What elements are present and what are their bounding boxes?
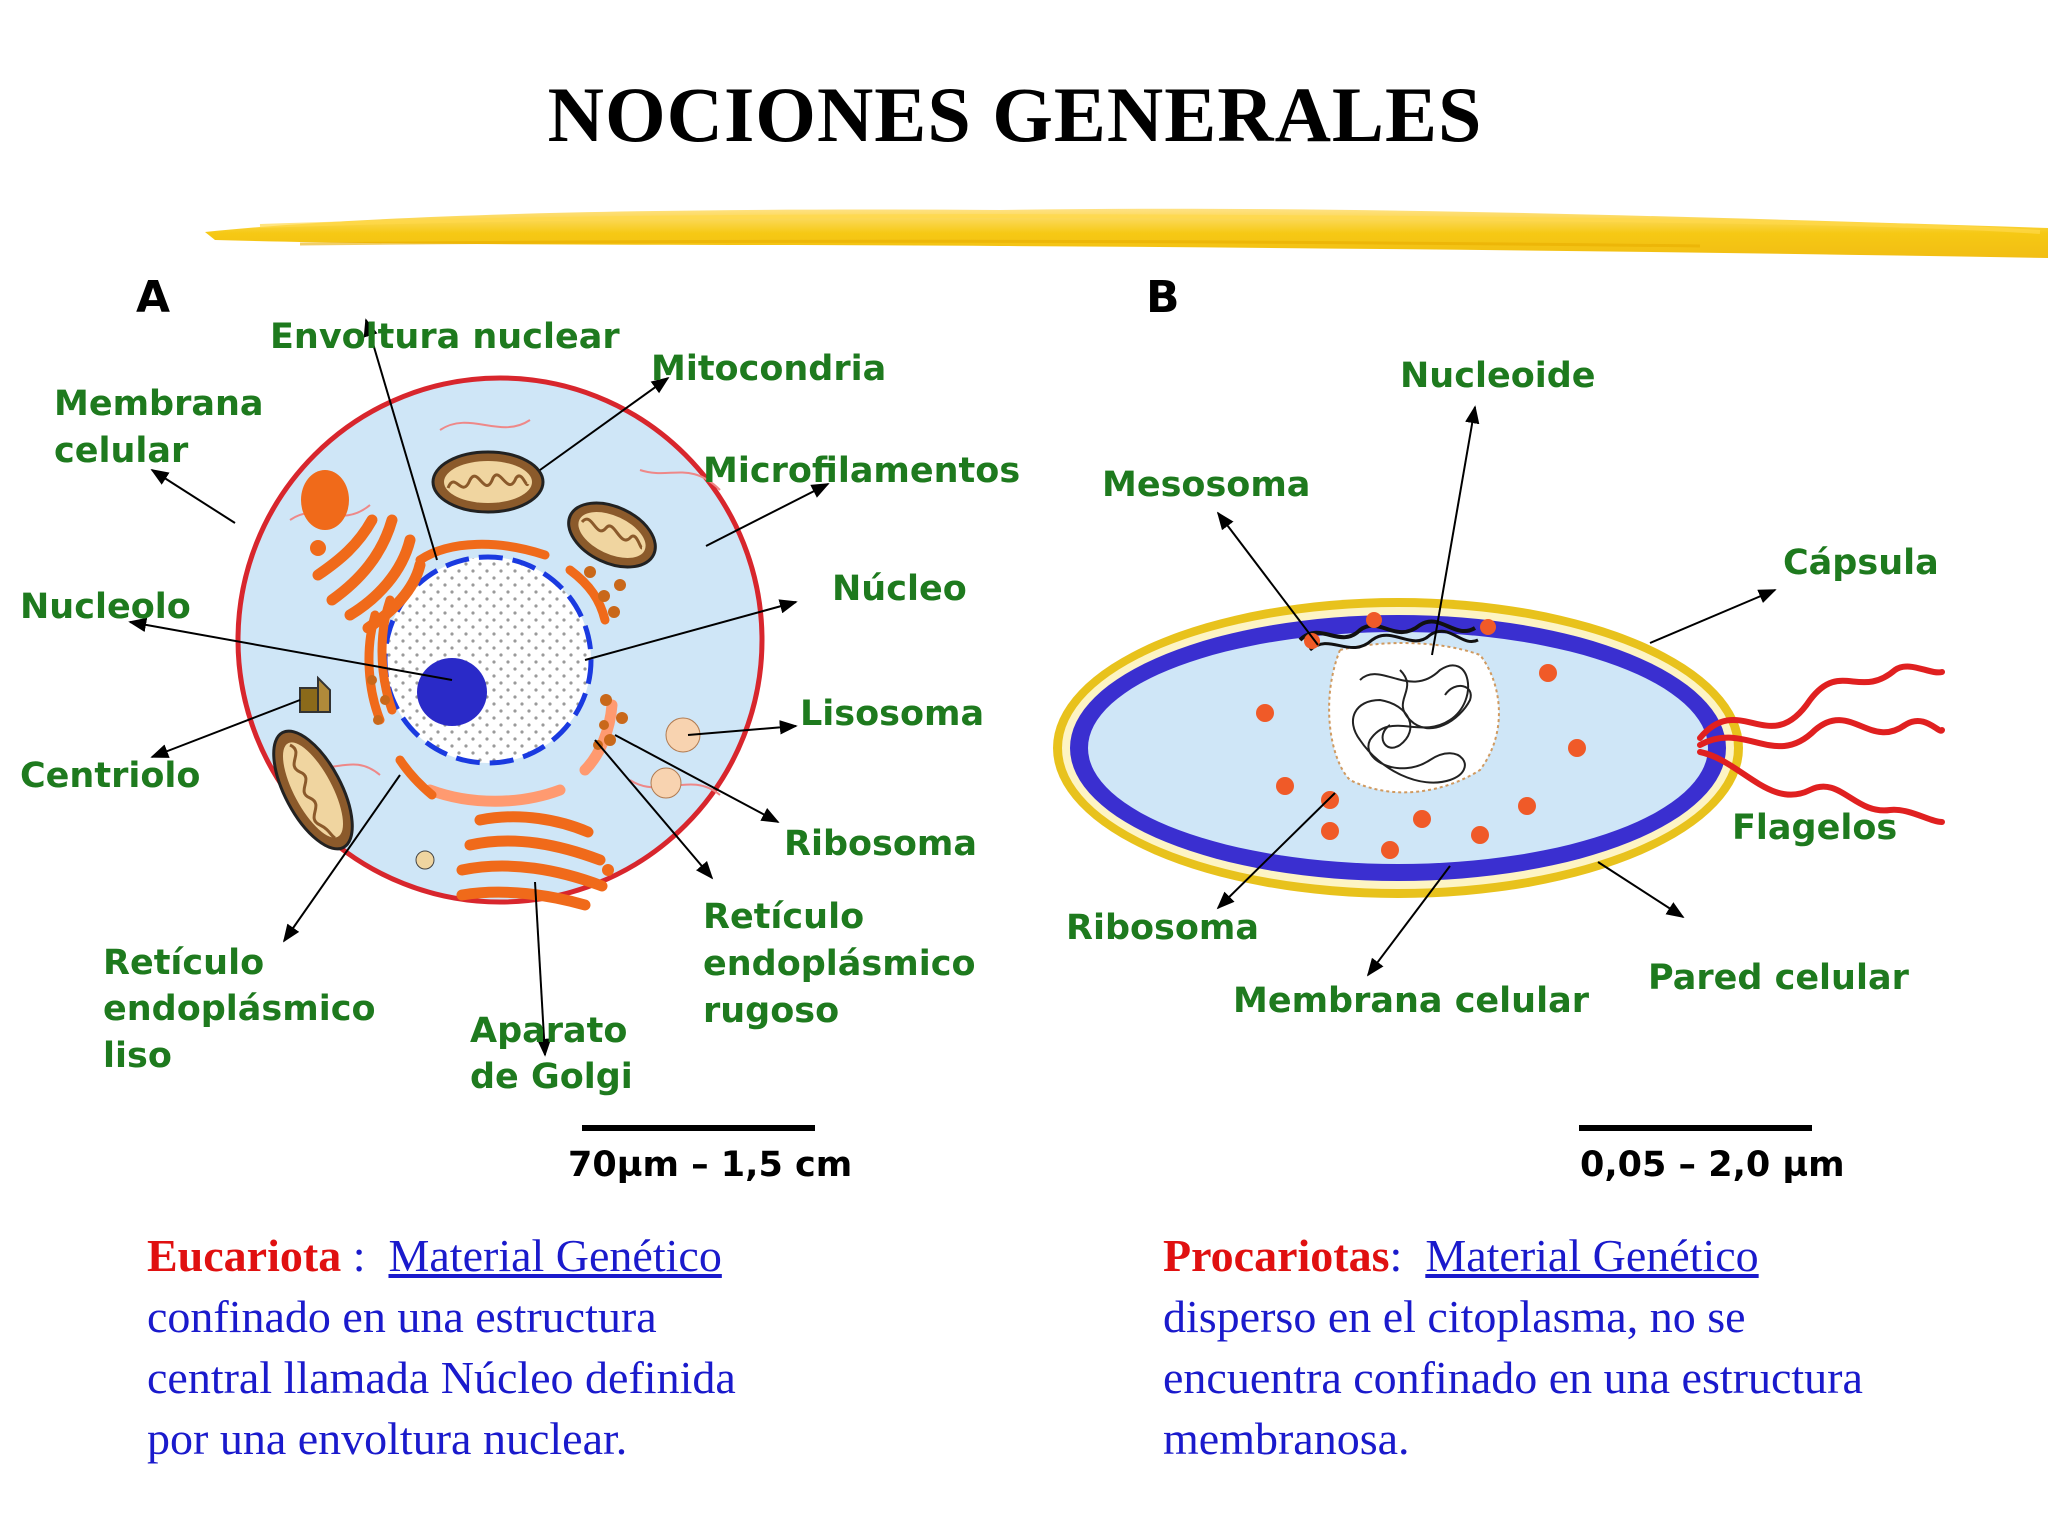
eucariota-line-3: por una envoltura nuclear. [147, 1413, 628, 1464]
eucariota-line-1: confinado en una estructura [147, 1291, 657, 1342]
prokaryotic-cell [1053, 598, 1945, 898]
scale-label-a: 70µm – 1,5 cm [568, 1145, 852, 1185]
eucariota-sep: : [341, 1230, 389, 1281]
label-ribosoma-b: Ribosoma [1066, 908, 1259, 948]
label-rel-2: endoplásmico [103, 989, 376, 1029]
procariota-sep: : [1389, 1230, 1426, 1281]
flagella [1697, 663, 1945, 825]
brush-stroke [205, 208, 2048, 258]
label-mesosoma: Mesosoma [1102, 465, 1310, 505]
label-rer-3: rugoso [703, 991, 839, 1031]
procariota-line-2: encuentra confinado en una estructura [1163, 1352, 1863, 1403]
label-golgi-1: Aparato [470, 1011, 627, 1051]
procariota-link[interactable]: Material Genético [1425, 1230, 1759, 1281]
label-capsula: Cápsula [1783, 543, 1939, 583]
label-nucleolo: Nucleolo [20, 587, 191, 627]
centriole-shape [299, 675, 331, 713]
page-title: NOCIONES GENERALES [547, 71, 1483, 158]
panel-a-arrows [128, 318, 830, 1057]
label-nucleoide: Nucleoide [1400, 356, 1596, 396]
procariota-term: Procariotas [1163, 1230, 1390, 1281]
nucleoid [1328, 642, 1500, 794]
eukaryotic-cell [235, 375, 765, 911]
golgi-apparatus [456, 811, 614, 911]
ribosomes [367, 566, 628, 750]
label-centriolo: Centriolo [20, 756, 200, 796]
panel-b-letter: B [1146, 272, 1180, 323]
label-membrana-celular-b: Membrana celular [1233, 981, 1590, 1021]
procariota-line-3: membranosa. [1163, 1413, 1410, 1464]
panel-a-letter: A [136, 272, 170, 323]
mitochondria [272, 450, 657, 851]
bacterial-ribosomes [1256, 612, 1586, 859]
eucariota-term: Eucariota [147, 1230, 342, 1281]
golgi-top [312, 514, 426, 634]
label-pared-celular: Pared celular [1648, 958, 1910, 998]
label-rer-2: endoplásmico [703, 944, 976, 984]
label-rer-1: Retículo [703, 897, 864, 937]
eucariota-line-2: central llamada Núcleo definida [147, 1352, 736, 1403]
nucleolus [417, 658, 487, 726]
label-microfilamentos: Microfilamentos [703, 451, 1020, 491]
eucariota-link[interactable]: Material Genético [388, 1230, 722, 1281]
procariota-line-1: disperso en el citoplasma, no se [1163, 1291, 1746, 1342]
label-envoltura-nuclear: Envoltura nuclear [270, 317, 620, 357]
vesicle [301, 470, 349, 530]
label-nucleo: Núcleo [832, 569, 967, 609]
label-golgi-2: de Golgi [470, 1057, 633, 1097]
label-membrana-celular-2: celular [54, 431, 189, 471]
procariota-description: Procariotas: Material Genético disperso … [1163, 1225, 2023, 1469]
label-mitocondria: Mitocondria [651, 349, 886, 389]
label-membrana-celular-1: Membrana [54, 384, 264, 424]
scale-label-b: 0,05 – 2,0 µm [1580, 1145, 1845, 1185]
label-ribosoma-a: Ribosoma [784, 824, 977, 864]
eucariota-description: Eucariota : Material Genético confinado … [147, 1225, 967, 1469]
label-rel-3: liso [103, 1036, 172, 1076]
label-rel-1: Retículo [103, 943, 264, 983]
label-flagelos: Flagelos [1732, 808, 1897, 848]
mesosome [1298, 619, 1479, 652]
label-lisosoma: Lisosoma [800, 694, 984, 734]
panel-b-arrows [1216, 405, 1777, 977]
